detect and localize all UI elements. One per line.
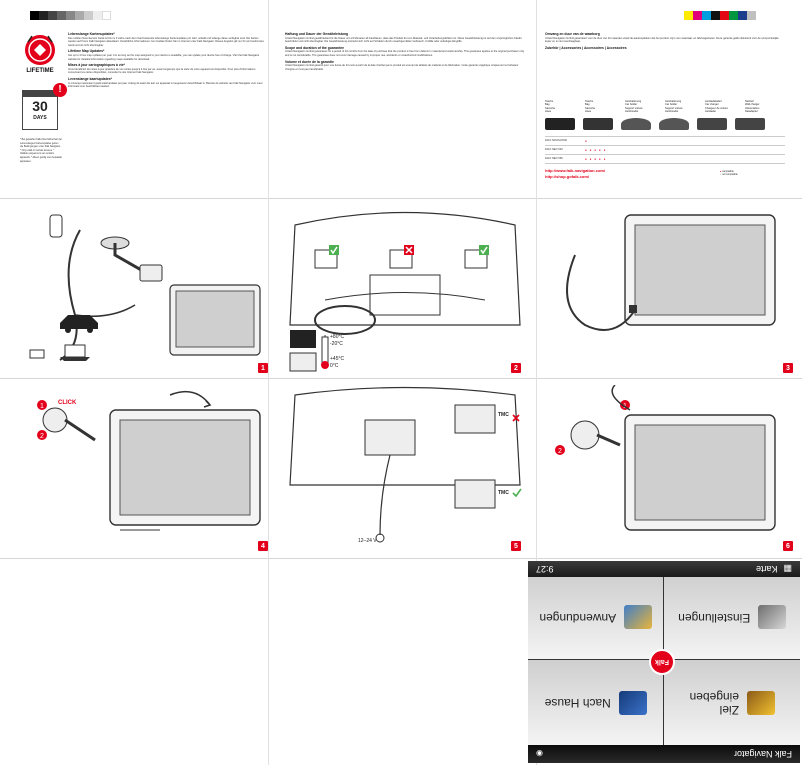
car-holder-icon — [659, 118, 689, 130]
compat-legend: ● compatible ○ not compatible — [720, 170, 738, 177]
heading-warranty-de: Haftung und Dauer der Gewährleistung — [285, 32, 349, 36]
fold-line-middle — [0, 378, 802, 379]
step-number-4: 4 — [258, 541, 268, 551]
map-icon[interactable]: ▦ — [783, 564, 792, 575]
device-bottom-bar: ▦ Karte 9:27 — [528, 561, 800, 577]
step2-illustration — [289, 211, 521, 372]
car-charger-icon — [697, 118, 727, 130]
compat-row-2: FALK NEO 640● ● ● ● ● — [545, 145, 785, 154]
panel-accessories: Omvang en duur van de waarborg United Na… — [545, 30, 790, 195]
calendar-days-label: DAYS — [33, 115, 47, 121]
temp-hi-1: +80°C — [330, 334, 345, 340]
para-nl: U ontvangt maximaal 4 gratis kaartupdate… — [68, 81, 263, 89]
temp-lo-2: 0°C — [330, 363, 339, 369]
panel-lifetime: LIFETIME 30 DAYS ! * Bei gekaufter Falk-… — [20, 30, 265, 195]
heading-accessories: Zubehör | Accessories | Accessoires | Ac… — [545, 45, 627, 50]
para-warranty-en: United Navigation GmbH guarantees for a … — [285, 50, 525, 57]
lifetime-label: LIFETIME — [26, 68, 54, 74]
device-time: 9:27 — [536, 564, 554, 574]
tile-anwendungen[interactable]: Anwendungen — [528, 575, 664, 660]
svg-text:2: 2 — [40, 433, 44, 440]
map-label[interactable]: Karte — [755, 564, 778, 574]
panel1-text: Lebenslange Kartenupdates* Die mobilen N… — [68, 30, 264, 195]
calendar-number: 30 — [32, 98, 48, 114]
svg-text:2: 2 — [558, 448, 562, 455]
temp-lo-1: -20°C — [330, 341, 343, 347]
accessory-images — [545, 118, 785, 130]
step-number-1: 1 — [258, 363, 268, 373]
step-number-2: 2 — [511, 363, 521, 373]
para-de: Die mobilen Navi-Service Gerät ist bis z… — [68, 36, 264, 47]
click-label: CLICK — [58, 400, 77, 406]
para-warranty-de: United Navigation GmbH gewährleistet für… — [285, 36, 522, 44]
home-icon — [618, 690, 647, 715]
voltage-label: 12–24 V — [358, 538, 377, 544]
device-brand: Falk Navigator — [733, 749, 792, 759]
lifetime-badge: LIFETIME — [20, 32, 60, 76]
print-color-bar-color — [684, 11, 756, 20]
panel3-text: Omvang en duur van de waarborg United Na… — [545, 30, 785, 90]
heading-de: Lebenslange Kartenupdates* — [68, 32, 115, 36]
para-warranty-nl: United Navigation GmbH garandeert voor d… — [545, 36, 779, 44]
bag-icon — [545, 118, 575, 130]
footnote: * Bei gekaufter Falk-Navi-Sicherheit der… — [20, 138, 62, 163]
step4-illustration: 1 2 — [37, 390, 261, 531]
para-en: Get up to 4 free map updates per year. F… — [68, 53, 260, 61]
fold-line-bottom — [0, 558, 802, 559]
heading-warranty-nl: Omvang en duur van de waarborg — [545, 32, 600, 36]
compat-table: FALK NAVIGATOR● FALK NEO 640● ● ● ● ● FA… — [545, 136, 785, 164]
step-number-6: 6 — [783, 541, 793, 551]
tile-nach-hause[interactable]: Nach Hause — [528, 660, 664, 745]
car-holder-icon — [621, 118, 651, 130]
heading-warranty-fr: Volume et durée de la garantie — [285, 59, 334, 64]
heading-fr: Mises à jour cartographiques à vie* — [68, 63, 125, 68]
fold-line-left — [268, 0, 269, 765]
panel-warranty: Haftung und Dauer der Gewährleistung Uni… — [285, 30, 525, 195]
step3-illustration — [566, 214, 776, 331]
temp-hi-2: +45°C — [330, 356, 345, 362]
heading-warranty-en: Scope and duration of the guarantee — [285, 45, 344, 50]
step6-illustration: 1 2 — [555, 385, 776, 531]
wall-charger-icon — [735, 118, 765, 130]
bag-icon — [583, 118, 613, 130]
step-number-3: 3 — [783, 363, 793, 373]
fold-line-top — [0, 198, 802, 199]
compat-row-1: FALK NAVIGATOR● — [545, 136, 785, 145]
heading-nl: Levenslange kaartupdates* — [68, 76, 112, 81]
compat-row-3: FALK NEO 550● ● ● ● ● — [545, 154, 785, 164]
tile-einstellungen[interactable]: Einstellungen — [664, 575, 800, 660]
step-number-5: 5 — [511, 541, 521, 551]
device-top-bar: Falk Navigator ◉ — [528, 745, 800, 763]
tmc-bad-label: TMC — [498, 412, 509, 418]
applications-icon — [624, 605, 653, 630]
svg-text:1: 1 — [40, 403, 44, 410]
destination-icon — [746, 690, 775, 715]
shop-link[interactable]: http://shop.gofalk.com/ — [545, 174, 589, 179]
website-link[interactable]: http://www.falk-navigation.com/ — [545, 168, 606, 173]
fold-line-right — [536, 0, 537, 765]
warning-icon: ! — [53, 83, 67, 97]
lifetime-map-icon — [25, 35, 55, 65]
tmc-good-label: TMC — [498, 490, 509, 496]
heading-en: Lifetime Map Updates* — [68, 49, 105, 54]
settings-icon — [758, 605, 787, 630]
print-color-bar-gray — [30, 11, 111, 20]
para-warranty-fr: United Navigation GmbH garantit pour une… — [285, 64, 519, 71]
step1-illustration — [29, 214, 261, 361]
para-fr: Vous bénéficiez de mises à jour gratuite… — [68, 67, 256, 75]
calendar-30-days: 30 DAYS ! — [22, 83, 67, 130]
gps-icon: ◉ — [536, 749, 543, 759]
falk-logo: Falk — [649, 649, 675, 675]
step5-illustration — [289, 386, 522, 543]
